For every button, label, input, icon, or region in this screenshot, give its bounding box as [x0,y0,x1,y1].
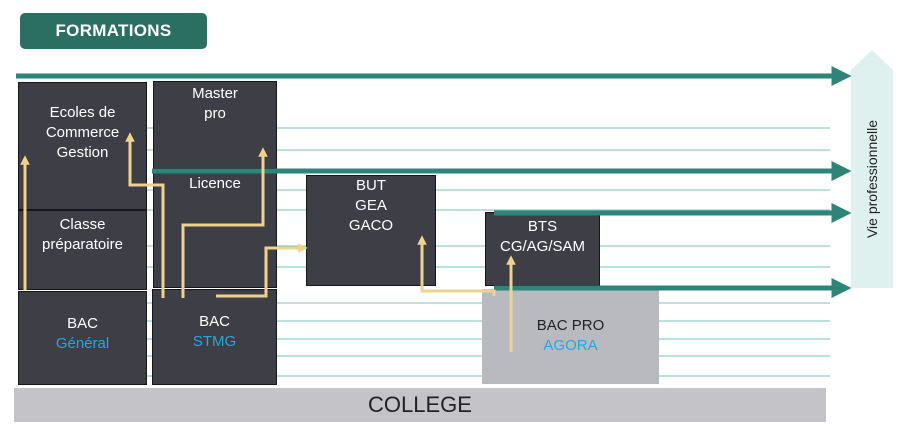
box-ecoles-commerce: Ecoles de Commerce Gestion [18,82,147,210]
formations-badge: FORMATIONS [20,13,207,49]
yellow-arrow-stmg-but [216,243,308,298]
bts-line2: CG/AG/SAM [499,238,585,255]
box-classe-preparatoire: Classe préparatoire [18,210,147,290]
box-but: BUT GEA GACO [306,175,436,286]
vie-professionnelle-text: Vie professionnelle [864,119,881,239]
vie-pro-panel [851,50,893,288]
bac-pro-label: BAC PRO AGORA [482,316,659,356]
classe-line2: préparatoire [42,236,123,253]
bac-stmg-line1: BAC [199,313,230,330]
master-line2: pro [204,105,226,122]
yellow-arrow-stmg-ecoles [125,132,165,298]
classe-line1: Classe [59,216,106,233]
box-bac-stmg: BAC STMG [152,289,277,385]
college-bar: COLLEGE [14,388,826,422]
yellow-arrow-stmg-master [181,147,268,298]
but-line2: GEA [355,197,387,214]
bac-general-line2: Général [55,335,110,352]
yellow-arrow-pro-but [417,235,496,296]
bac-pro-line2: AGORA [543,337,598,354]
ecoles-line1: Ecoles de [49,104,116,121]
bac-stmg-line2: STMG [192,333,237,350]
vie-professionnelle-label: Vie professionnelle [852,70,892,288]
box-bac-general: BAC Général [18,291,147,385]
but-line1: BUT [356,177,386,194]
bts-line1: BTS [527,218,558,235]
box-master-pro: Master pro [153,81,277,169]
box-bts: BTS CG/AG/SAM [485,212,600,286]
master-line1: Master [192,85,238,102]
ecoles-line3: Gestion [56,144,109,161]
box-licence: Licence [153,169,277,288]
licence-line1: Licence [189,175,241,192]
bac-pro-line1: BAC PRO [536,317,605,334]
college-label: COLLEGE [368,392,472,417]
bac-general-line1: BAC [67,315,98,332]
but-line3: GACO [348,217,394,234]
ecoles-line2: Commerce [45,124,120,141]
